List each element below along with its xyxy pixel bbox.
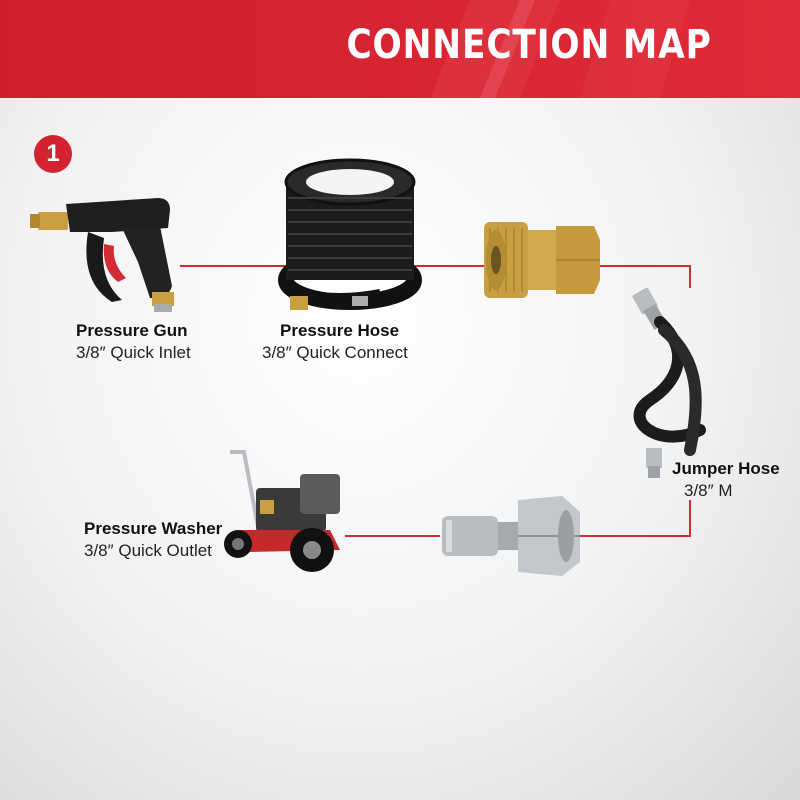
steel-coupler-icon (442, 496, 580, 576)
header-graphic (0, 0, 800, 98)
label-jumper-hose: Jumper Hose 3/8″ M (672, 458, 780, 502)
connector-line (570, 500, 691, 537)
label-pressure-hose: Pressure Hose 3/8″ Quick Connect (262, 320, 408, 364)
component-name: Jumper Hose (672, 459, 780, 478)
label-pressure-washer: Pressure Washer 3/8″ Quick Outlet (84, 518, 222, 562)
step-badge: 1 (34, 135, 72, 173)
brass-coupler-icon (484, 222, 600, 298)
header-banner: CONNECTION MAP (0, 0, 800, 98)
component-name: Pressure Gun (76, 321, 188, 340)
pressure-gun-icon (30, 198, 174, 312)
label-pressure-gun: Pressure Gun 3/8″ Quick Inlet (76, 320, 191, 364)
connector-line (600, 265, 691, 288)
pressure-washer-icon (224, 450, 340, 572)
component-spec: 3/8″ Quick Connect (262, 343, 408, 362)
page-title: CONNECTION MAP (346, 22, 712, 68)
hose-reel-icon (278, 158, 422, 310)
component-spec: 3/8″ Quick Inlet (76, 343, 191, 362)
component-name: Pressure Hose (280, 321, 400, 340)
jumper-hose-icon (632, 287, 706, 478)
component-spec: 3/8″ M (684, 481, 733, 500)
component-name: Pressure Washer (84, 519, 223, 538)
component-spec: 3/8″ Quick Outlet (84, 541, 212, 560)
